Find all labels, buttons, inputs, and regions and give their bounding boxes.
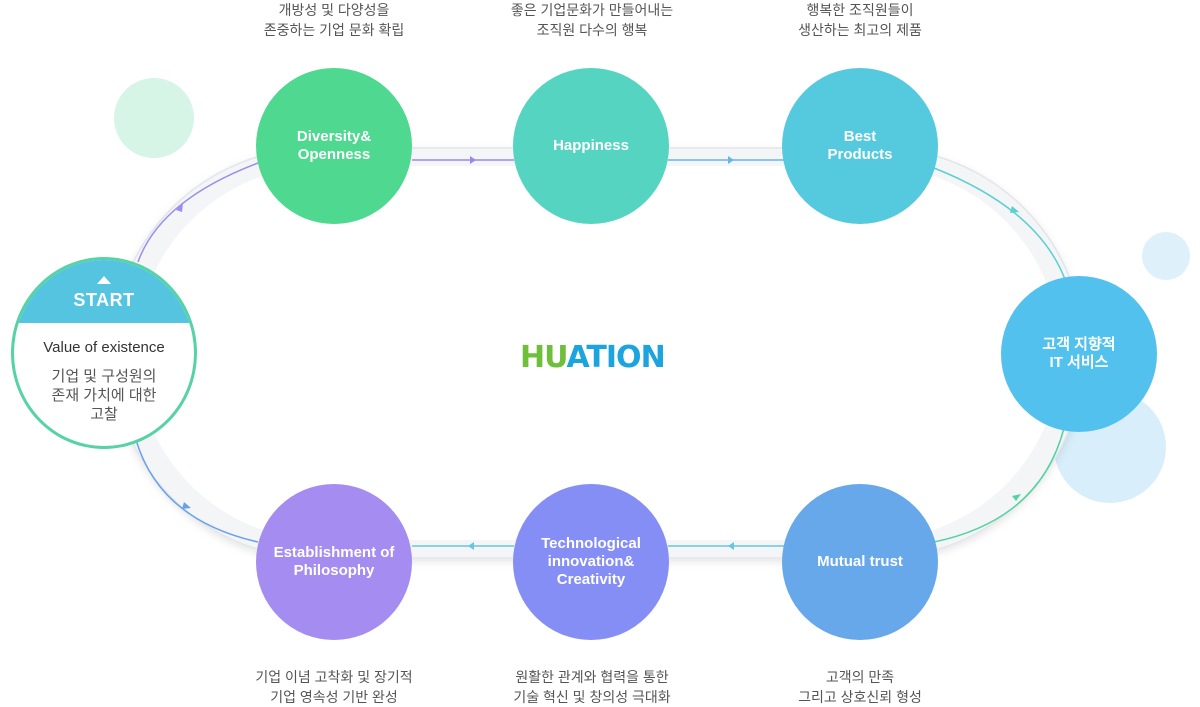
start-title: Value of existence [43, 339, 165, 356]
logo-part-1: HU [520, 340, 568, 375]
node-description: 행복한 조직원들이 생산하는 최고의 제품 [798, 2, 922, 38]
node-description: 기업 이념 고착화 및 장기적 기업 영속성 기반 완성 [255, 669, 413, 705]
track-inner [136, 166, 1060, 540]
node-establishment-philosophy: Establishment of Philosophy [256, 484, 412, 640]
connector [135, 439, 259, 543]
logo-part-2: ATION [566, 340, 666, 375]
connector [933, 427, 1065, 543]
node-mutual-trust: Mutual trust [782, 484, 938, 640]
decor-bubble [1142, 232, 1190, 280]
node-technological-innovation: Technological innovation& Creativity [513, 484, 669, 640]
start-label: START [73, 290, 135, 310]
node-label: Diversity& Openness [296, 128, 372, 163]
start-description: 기업 및 구성원의 존재 가치에 대한 고찰 [51, 368, 157, 423]
node-description: 고객의 만족 그리고 상호신뢰 형성 [798, 669, 922, 705]
node-label: Happiness [553, 137, 629, 154]
triangle-up-icon [97, 276, 111, 284]
start-header: START [14, 260, 194, 323]
node-label: Technological innovation& Creativity [541, 535, 641, 588]
decor-bubble [114, 78, 194, 158]
node-label: Mutual trust [817, 553, 903, 570]
node-diversity-openness: Diversity& Openness [256, 68, 412, 224]
node-label: Establishment of Philosophy [273, 544, 395, 579]
node-description: 개방성 및 다양성을 존중하는 기업 문화 확립 [263, 2, 405, 38]
node-description: 원활한 관계와 협력을 통한 기술 혁신 및 창의성 극대화 [513, 669, 671, 705]
start-node: START Value of existence 기업 및 구성원의 존재 가치… [11, 257, 197, 449]
connector [137, 162, 259, 263]
node-description: 좋은 기업문화가 만들어내는 조직원 다수의 행복 [510, 2, 674, 38]
connector [933, 167, 1067, 283]
node-best-products: Best Products [782, 68, 938, 224]
node-happiness: Happiness [513, 68, 669, 224]
node-label: Best Products [827, 128, 893, 163]
node-label: 고객 지향적 IT 서비스 [1042, 336, 1116, 371]
company-logo: HUATION [520, 340, 666, 375]
node-customer-it-service: 고객 지향적 IT 서비스 [1001, 276, 1157, 432]
